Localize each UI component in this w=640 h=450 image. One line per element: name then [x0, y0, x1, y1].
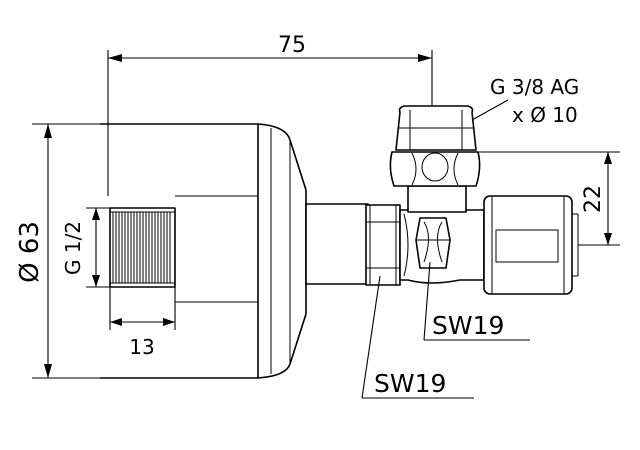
connecting-pipe	[305, 203, 369, 285]
valve-handle	[389, 105, 481, 213]
dimension-75-label: 75	[278, 33, 306, 58]
dimension-13-label: 13	[129, 335, 154, 359]
dimension-overall-length: 75	[107, 33, 433, 196]
dimension-outlet-offset: 22	[478, 151, 620, 246]
rosette-body	[100, 123, 307, 379]
callout-wrench-inlet: SW19	[361, 275, 474, 399]
callout-wrench-valve: SW19	[423, 261, 530, 341]
dimension-thread-length: 13	[109, 287, 176, 359]
valve-body	[399, 206, 485, 284]
dimension-g12-label: G 1/2	[61, 221, 85, 275]
inlet-nut	[365, 204, 401, 286]
outlet-thread-label: G 3/8 AG	[490, 75, 579, 99]
inlet-thread	[109, 207, 176, 288]
dimension-inlet-thread: G 1/2	[61, 207, 110, 288]
wrench-size-inlet-label: SW19	[374, 369, 446, 398]
dimension-22-label: 22	[581, 185, 606, 213]
dimension-body-diameter: Ø 63	[15, 123, 100, 379]
outlet-pipe-label: x Ø 10	[512, 103, 578, 127]
dimension-diameter-63-label: Ø 63	[15, 221, 45, 283]
callout-outlet-thread: G 3/8 AG x Ø 10	[471, 75, 579, 127]
wrench-size-valve-label: SW19	[432, 311, 504, 340]
outlet-nut	[483, 195, 579, 295]
